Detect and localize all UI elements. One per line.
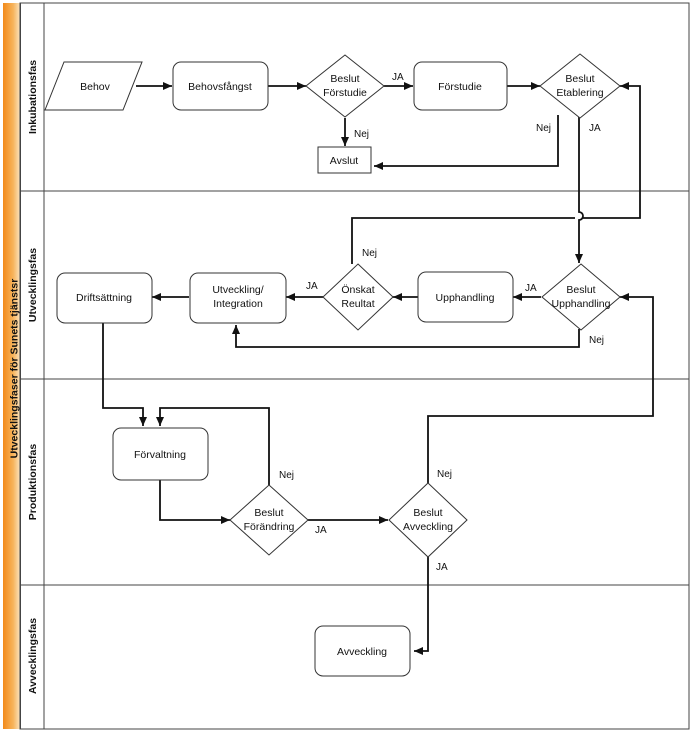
node-beslut-forandring [229,484,309,556]
node-forvaltning [112,427,209,481]
label-beslut-avveckling-1: Beslut [413,507,442,519]
label-avslut: Avslut [330,155,358,167]
edge-label-forandring-ja: JA [315,525,327,536]
label-beslut-forandring-1: Beslut [254,507,283,519]
label-utveckling-2: Integration [213,298,263,310]
edge-driftsattning-forvaltning [102,323,147,426]
edge-beslut-avveckling-beslut-upphandling [427,293,654,483]
label-behov: Behov [80,81,111,93]
label-forstudie: Förstudie [438,81,482,93]
edge-label-forstudie-nej: Nej [354,129,369,140]
edge-label-avveckling-nej: Nej [437,469,452,480]
label-behovsfangst: Behovsfångst [188,81,252,93]
label-beslut-forandring-2: Förändring [244,521,295,533]
edge-beslut-etablering-beslut-upphandling [575,116,584,263]
edge-label-upphandling-ja: JA [525,283,537,294]
edge-onskat-reultat-beslut-etablering [351,86,641,264]
edge-label-etablering-ja: JA [589,123,601,134]
node-avveckling [314,625,411,677]
node-forstudie [413,61,508,111]
node-utveckling-integration [189,272,287,324]
node-beslut-avveckling [388,482,468,558]
lane-grid [19,2,690,730]
edge-label-etablering-nej: Nej [536,123,551,134]
edge-beslut-upphandling-utveckling [232,325,580,348]
node-avslut [317,146,372,174]
label-avveckling: Avveckling [337,646,387,658]
node-driftsattning [56,272,153,324]
edge-beslut-etablering-avslut [374,115,559,170]
edge-label-forstudie-ja: JA [392,72,404,83]
label-onskat-reultat-2: Reultat [341,298,374,310]
edge-label-upphandling-nej: Nej [589,335,604,346]
label-beslut-avveckling-2: Avveckling [403,521,453,533]
nodes [44,53,621,677]
edge-forvaltning-beslut-forandring [159,480,230,524]
edge-beslut-avveckling-avveckling [414,557,429,655]
label-beslut-etablering-1: Beslut [565,73,594,85]
label-utveckling-1: Utveckling/ [212,284,263,296]
edge-label-onskat-nej: Nej [362,248,377,259]
label-beslut-forstudie-1: Beslut [330,73,359,85]
node-behovsfangst [172,61,269,111]
node-beslut-forstudie [305,54,385,118]
edge-label-avveckling-ja: JA [436,562,448,573]
node-behov [44,61,143,111]
node-beslut-etablering [539,53,621,119]
edge-labels: JA Nej Nej JA JA Nej JA Nej Nej JA Nej J… [279,72,604,573]
label-beslut-upphandling-2: Upphandling [552,298,611,310]
edge-label-onskat-ja: JA [306,281,318,292]
connectors [102,86,654,655]
label-forvaltning: Förvaltning [134,449,186,461]
label-driftsattning: Driftsättning [76,292,132,304]
node-onskat-reultat [322,263,394,331]
node-upphandling [417,271,514,323]
label-beslut-upphandling-1: Beslut [566,284,595,296]
label-beslut-forstudie-2: Förstudie [323,87,367,99]
node-beslut-upphandling [541,263,621,331]
label-onskat-reultat-1: Önskat [341,284,374,296]
edge-beslut-forandring-forvaltning [156,407,270,485]
label-upphandling: Upphandling [436,292,495,304]
edge-label-forandring-nej: Nej [279,470,294,481]
node-labels: Behov Behovsfångst Beslut Förstudie Förs… [76,73,611,658]
label-beslut-etablering-2: Etablering [556,87,603,99]
